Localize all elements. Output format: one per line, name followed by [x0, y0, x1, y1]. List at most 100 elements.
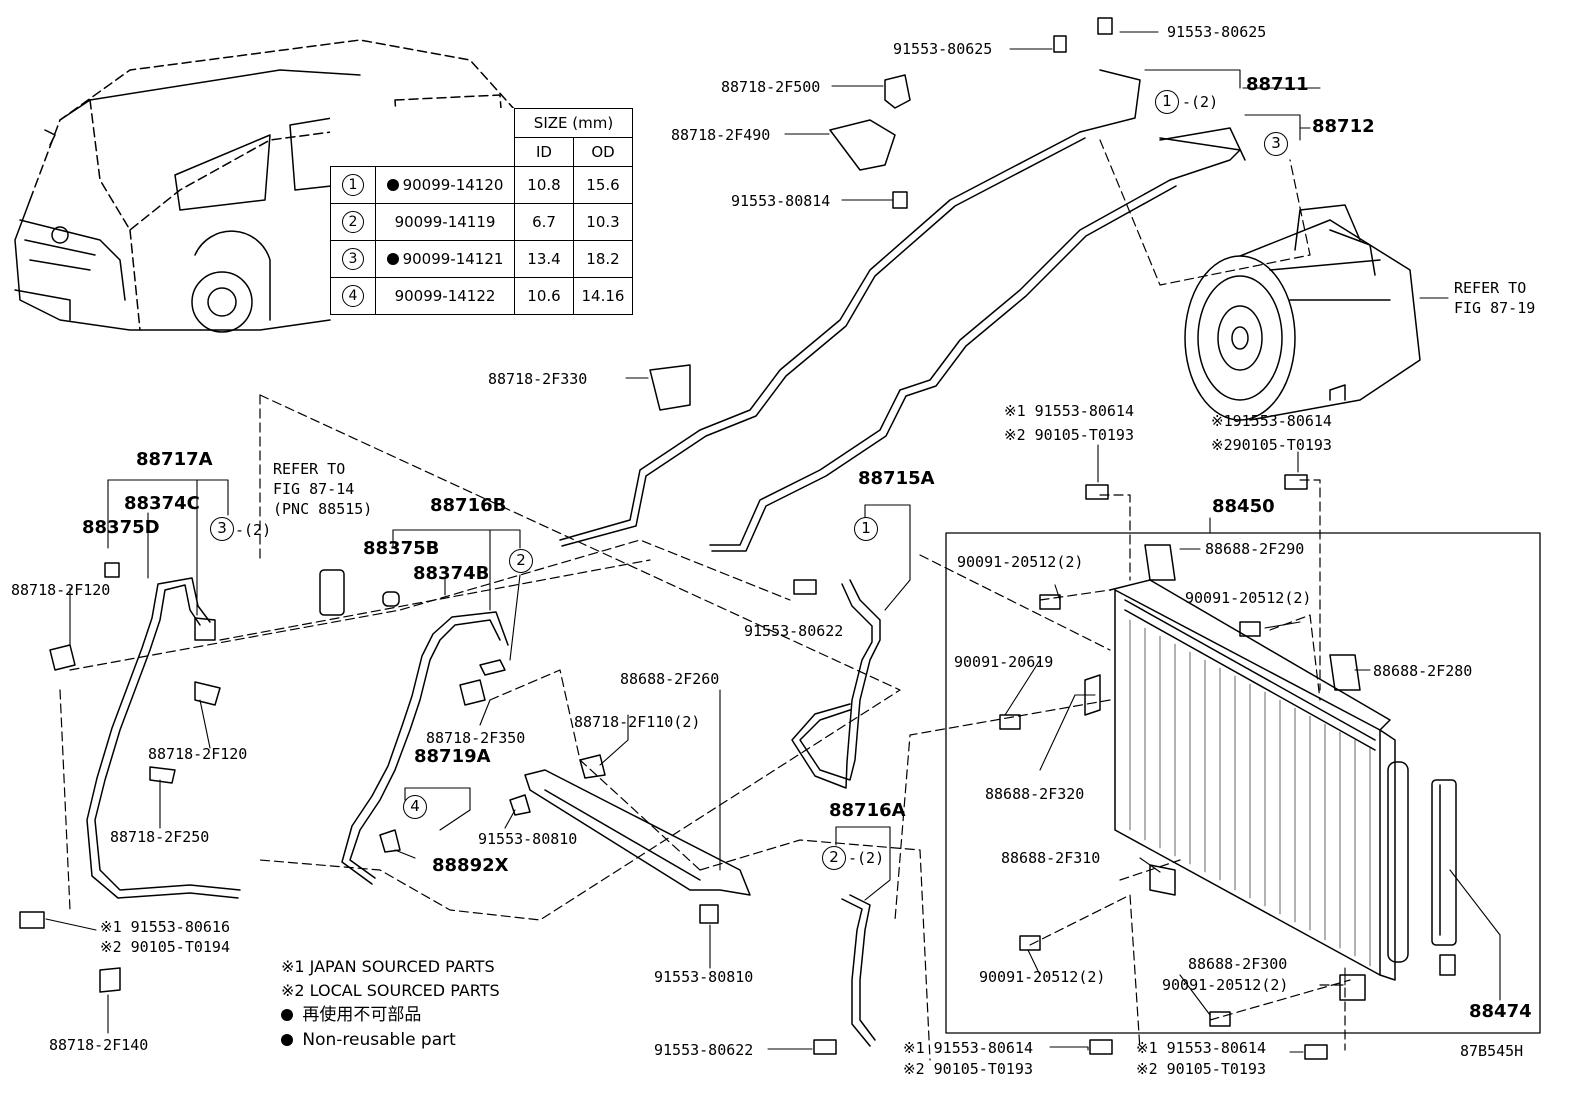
id-value: 6.7 — [514, 203, 574, 241]
part-label: 90091-20619 — [954, 653, 1054, 671]
non-reusable-dot-icon — [386, 253, 399, 265]
part-label: 88718-2F330 — [488, 370, 588, 388]
part-label: 88718-2F490 — [671, 126, 771, 144]
part-label: 88374B — [413, 563, 490, 584]
fasteners — [19, 17, 1366, 1060]
part-label: 91553-80810 — [478, 830, 578, 848]
pipe-88716B — [341, 611, 509, 885]
row-key: 4 — [342, 285, 364, 307]
qty-label: -(2) — [1182, 93, 1219, 111]
part-label: 88688-2F310 — [1001, 849, 1101, 867]
legend-japan: ※1 JAPAN SOURCED PARTS — [281, 957, 495, 976]
key-circle-3: 3 — [1264, 132, 1288, 156]
part-label: 88450 — [1212, 496, 1275, 517]
part-label: ※1 91553-80614 — [903, 1039, 1033, 1057]
row-key: 3 — [342, 248, 364, 270]
legend-nonreusable-en: Non-reusable part — [281, 1031, 456, 1049]
part-label: ※2 90105-T0193 — [1004, 426, 1134, 444]
discharge-suction-pipes — [559, 69, 1246, 552]
part-label: 91553-80622 — [744, 622, 844, 640]
refer-label: FIG 87-14 — [273, 480, 355, 498]
part-label: 90091-20512(2) — [1185, 589, 1312, 607]
legend-nonreusable-jp-text: 再使用不可部品 — [302, 1005, 422, 1025]
part-label: 88719A — [414, 746, 491, 767]
legend-nonreusable-jp: 再使用不可部品 — [281, 1006, 421, 1024]
key-circle-4: 4 — [403, 795, 427, 819]
part-label: ※191553-80614 — [1211, 412, 1332, 430]
table-row: 4 90099-14122 10.6 14.16 — [330, 277, 633, 315]
refer-label: FIG 87-19 — [1454, 299, 1536, 317]
part-number: 90099-14122 — [394, 287, 496, 305]
part-label: 88718-2F350 — [426, 729, 526, 747]
non-reusable-dot-icon — [386, 179, 399, 191]
part-label: 91553-80622 — [654, 1041, 754, 1059]
table-row: 1 90099-14120 10.8 15.6 — [330, 166, 633, 204]
part-label: 88688-2F280 — [1373, 662, 1473, 680]
part-label: ※2 90105-T0193 — [903, 1060, 1033, 1078]
pipe-88715A — [791, 579, 881, 789]
legend-nonreusable-en-text: Non-reusable part — [302, 1030, 456, 1050]
part-label: 90091-20512(2) — [979, 968, 1106, 986]
part-label: 91553-80625 — [1167, 23, 1267, 41]
part-label: 88718-2F120 — [148, 745, 248, 763]
part-label: 88718-2F500 — [721, 78, 821, 96]
part-label: 88716A — [829, 800, 906, 821]
od-value: 15.6 — [573, 166, 633, 204]
part-label: 88715A — [858, 468, 935, 489]
part-label: 88718-2F110(2) — [574, 713, 701, 731]
od-value: 14.16 — [573, 277, 633, 315]
part-label: 88718-2F120 — [11, 581, 111, 599]
condenser — [945, 532, 1541, 1034]
part-label: ※2 90105-T0194 — [100, 938, 230, 956]
part-label: 88688-2F290 — [1205, 540, 1305, 558]
guide-lines — [59, 139, 1351, 1061]
part-label: 88716B — [430, 495, 507, 516]
qty-label: -(2) — [848, 849, 885, 867]
refer-label: (PNC 88515) — [273, 500, 373, 518]
part-label: 88374C — [124, 493, 200, 514]
key-circle-1: 1 — [1155, 90, 1179, 114]
od-header: OD — [573, 137, 633, 167]
pipe-88716A — [841, 894, 876, 1047]
od-value: 10.3 — [573, 203, 633, 241]
part-label: 88712 — [1312, 116, 1375, 137]
part-label: 88688-2F320 — [985, 785, 1085, 803]
part-label: ※1 91553-80614 — [1136, 1039, 1266, 1057]
key-circle-2: 2 — [509, 549, 533, 573]
part-label: 88718-2F250 — [110, 828, 210, 846]
table-row: 3 90099-14121 13.4 18.2 — [330, 240, 633, 278]
part-label: 88688-2F300 — [1188, 955, 1288, 973]
pipe-88717A — [86, 577, 241, 899]
part-label: 91553-80814 — [731, 192, 831, 210]
key-circle-2: 2 — [822, 846, 846, 870]
part-label: 90091-20512(2) — [1162, 976, 1289, 994]
part-label: 90091-20512(2) — [957, 553, 1084, 571]
id-header: ID — [514, 137, 574, 167]
hose-size-table: SIZE (mm) ID OD 1 90099-14120 10.8 15.6 … — [330, 108, 633, 315]
refer-label: REFER TO — [273, 460, 346, 478]
non-reusable-dot-icon — [281, 1009, 293, 1021]
qty-label: -(2) — [235, 521, 272, 539]
part-label: 88892X — [432, 855, 509, 876]
diagram-code: 87B545H — [1460, 1042, 1524, 1060]
leader-lines — [45, 31, 1501, 1053]
refer-label: REFER TO — [1454, 279, 1527, 297]
key-circle-3: 3 — [210, 517, 234, 541]
part-label: ※2 90105-T0193 — [1136, 1060, 1266, 1078]
size-header: SIZE (mm) — [514, 108, 633, 138]
part-number: 90099-14120 — [402, 176, 504, 194]
part-label: 88375D — [82, 517, 160, 538]
non-reusable-dot-icon — [281, 1034, 293, 1046]
row-key: 1 — [342, 174, 364, 196]
part-label: 91553-80625 — [893, 40, 993, 58]
row-key: 2 — [342, 211, 364, 233]
part-label: 91553-80810 — [654, 968, 754, 986]
id-value: 10.8 — [514, 166, 574, 204]
part-label: 88718-2F140 — [49, 1036, 149, 1054]
part-label: ※290105-T0193 — [1211, 436, 1332, 454]
id-value: 13.4 — [514, 240, 574, 278]
id-value: 10.6 — [514, 277, 574, 315]
part-label: 88717A — [136, 449, 213, 470]
part-label: 88474 — [1469, 1001, 1532, 1022]
